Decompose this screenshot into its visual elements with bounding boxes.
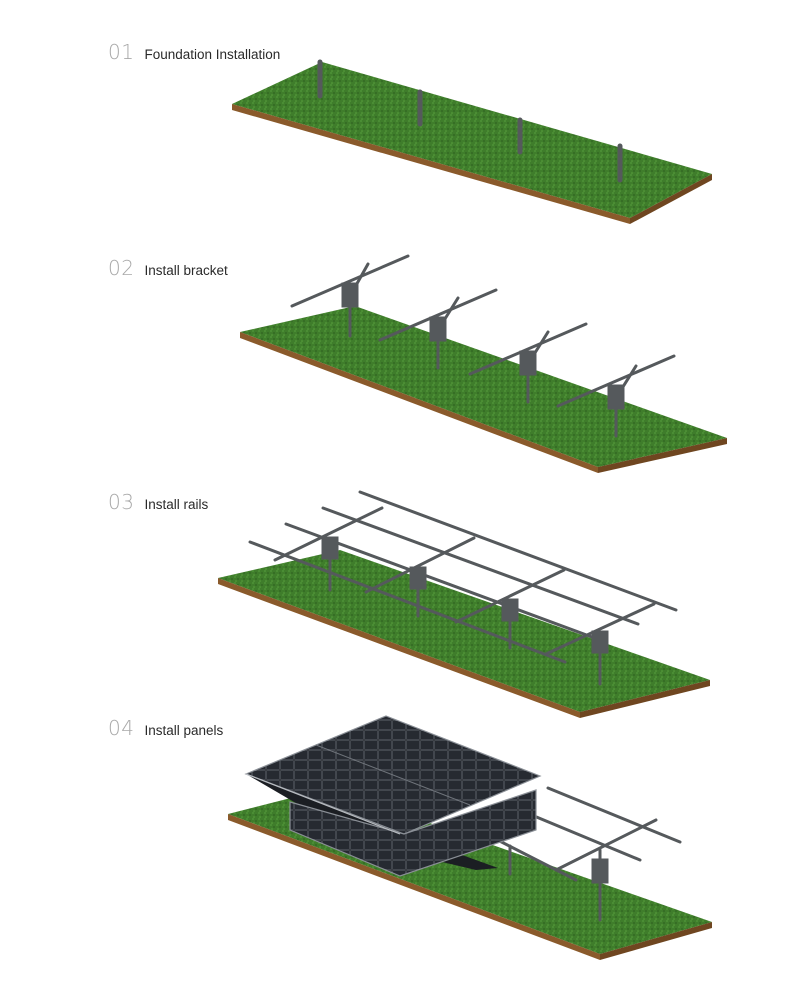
step-label: 04 Install panels [108,716,223,740]
rail [248,540,567,664]
step-number: 03 [108,490,135,514]
bracket [556,354,676,438]
step-label: 02 Install bracket [108,256,228,280]
rails-illustration [218,490,710,718]
step-foundation: 01 Foundation Installation [0,0,800,240]
soil-edge [232,104,630,224]
rail [358,490,678,612]
step-number: 04 [108,716,135,740]
bracket-illustration [240,254,727,473]
step-rails: 03 Install rails [0,480,800,730]
panels-illustration [228,715,712,960]
bracket [468,322,588,404]
foundation-piles [317,59,623,183]
step-number: 01 [108,40,135,64]
step-title: Install panels [144,723,224,738]
solar-panel-array [244,715,542,877]
step-number: 02 [108,256,135,280]
step-label: 01 Foundation Installation [108,40,280,64]
step-panels: 04 Install panels [0,710,800,982]
step-title: Install rails [144,497,209,512]
grass-ground [232,62,712,218]
foundation-illustration [232,59,712,224]
brackets [290,254,676,438]
step-label: 03 Install rails [108,490,208,514]
bracket [290,254,410,338]
step-title: Install bracket [144,263,228,278]
brackets [273,506,656,686]
bracket [378,288,498,370]
rail [321,506,640,626]
step-bracket: 02 Install bracket [0,240,800,480]
step-title: Foundation Installation [144,47,281,62]
